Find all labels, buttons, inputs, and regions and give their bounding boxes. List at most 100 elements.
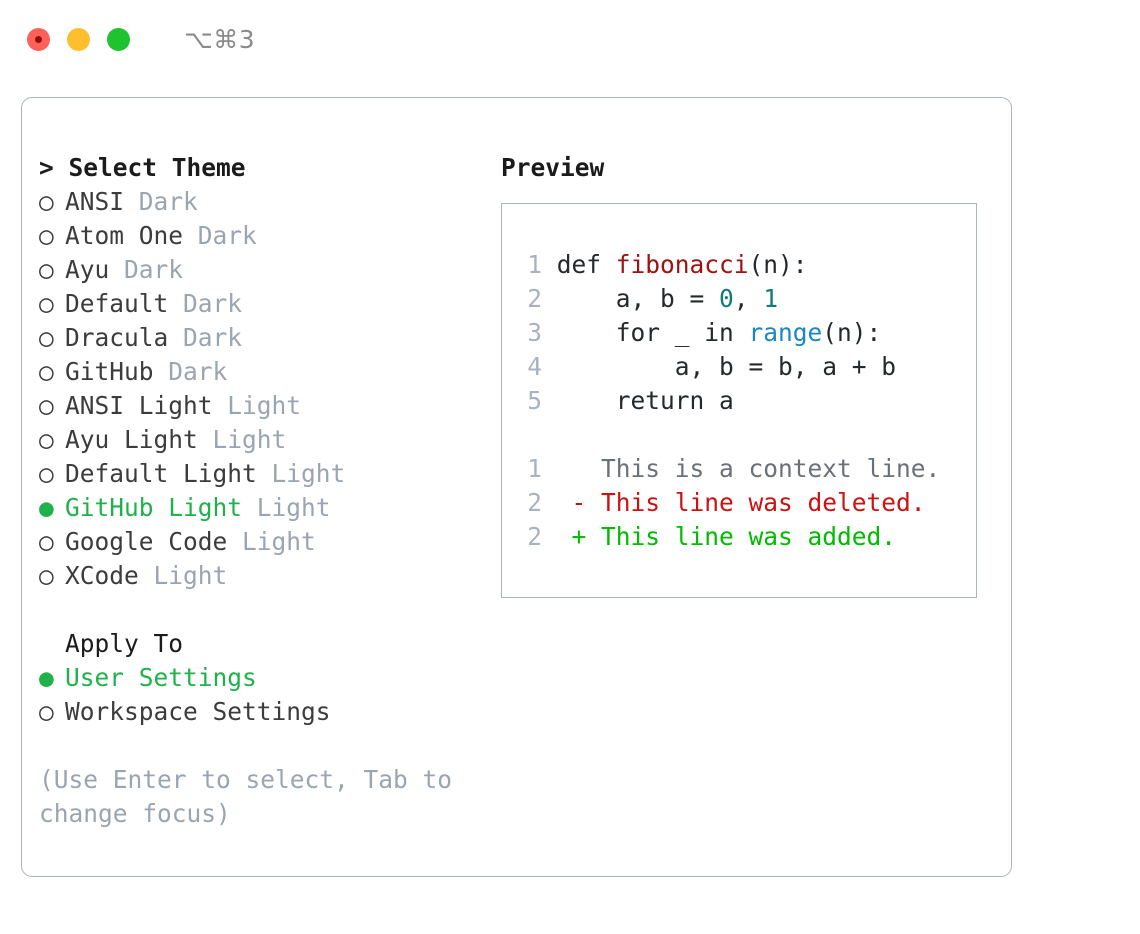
theme-option-label: Google Code — [65, 527, 228, 556]
preview-title: Preview — [501, 153, 605, 182]
code-gutter-gap — [542, 250, 557, 279]
theme-option-label: GitHub Light — [65, 493, 243, 522]
theme-option-sep — [168, 289, 183, 318]
theme-option-ayu-light[interactable]: ○Ayu Light Light — [39, 423, 479, 457]
code-line-number: 5 — [527, 386, 542, 415]
theme-option-xcode[interactable]: ○XCode Light — [39, 559, 479, 593]
apply-to-option-user-settings[interactable]: ● User Settings — [39, 661, 479, 695]
theme-option-sep — [124, 187, 139, 216]
theme-option-sep — [154, 357, 169, 386]
diff-marker-icon: + — [571, 522, 587, 551]
theme-variant-tag: Dark — [124, 255, 184, 284]
theme-option-default-light[interactable]: ○ Default Light Light — [39, 457, 479, 491]
theme-option-sep — [168, 323, 183, 352]
diff-line-add: 2 + This line was added. — [516, 520, 940, 554]
radio-unselected-icon: ○ — [39, 255, 54, 284]
diff-line-del: 2 - This line was deleted. — [516, 486, 940, 520]
radio-unselected-icon: ○ — [39, 561, 54, 590]
code-token-plain: , — [733, 284, 764, 313]
theme-option-github-light[interactable]: ● GitHub Light Light — [39, 491, 479, 525]
theme-option-ansi[interactable]: ○ ANSI Dark — [39, 185, 479, 219]
theme-variant-tag: Dark — [183, 289, 243, 318]
theme-selector: > Select Theme ○ANSI Dark○Atom One Dark○… — [39, 151, 479, 831]
radio-unselected-icon: ○ — [39, 323, 54, 352]
select-theme-heading: > Select Theme — [39, 151, 479, 185]
preview-section: Preview 1 def fibonacci(n):2 a, b = 0, 1… — [501, 151, 991, 598]
code-token-plain: for _ in — [556, 318, 749, 347]
apply-to-option-label: User Settings — [65, 663, 257, 692]
theme-variant-tag: Light — [212, 425, 287, 454]
code-gutter-gap — [542, 284, 557, 313]
theme-list: ○ANSI Dark○Atom One Dark○Ayu Dark○Defaul… — [39, 185, 479, 593]
theme-option-sep — [257, 459, 272, 488]
theme-option-label: Default Light — [65, 459, 257, 488]
code-line-number: 2 — [527, 284, 542, 313]
radio-unselected-icon: ○ — [39, 391, 54, 420]
diff-line-number: 1 — [527, 454, 542, 483]
minimize-button[interactable] — [67, 27, 90, 51]
diff-marker-icon — [572, 454, 587, 483]
diff-line-number: 2 — [527, 488, 542, 517]
code-token-fn: fibonacci — [615, 250, 749, 279]
apply-to-option-label: Workspace Settings — [65, 697, 331, 726]
code-line: 5 return a — [516, 384, 940, 418]
theme-option-github[interactable]: ○GitHub Dark — [39, 355, 479, 389]
theme-option-label: XCode — [65, 561, 139, 590]
apply-to-option-workspace-settings[interactable]: ○ Workspace Settings — [39, 695, 479, 729]
theme-variant-tag: Light — [256, 493, 331, 522]
theme-variant-tag: Dark — [138, 187, 198, 216]
theme-option-label: GitHub — [65, 357, 154, 386]
theme-option-ansi-light[interactable]: ○ANSI Light Light — [39, 389, 479, 423]
code-token-call: range — [748, 318, 823, 347]
radio-selected-icon: ● — [39, 663, 54, 692]
diff-line-text: This line was deleted. — [586, 488, 926, 517]
theme-option-sep — [109, 255, 124, 284]
theme-option-atom-one[interactable]: ○Atom One Dark — [39, 219, 479, 253]
code-token-plain: (n): — [748, 250, 808, 279]
radio-unselected-icon: ○ — [39, 187, 54, 216]
apply-to-list: ● User Settings ○ Workspace Settings — [39, 661, 479, 729]
window-shortcut-label: ⌥⌘3 — [184, 24, 256, 54]
diff-line-number: 2 — [527, 522, 542, 551]
traffic-light-group — [27, 27, 130, 51]
theme-option-label: Default — [65, 289, 169, 318]
code-token-num: 1 — [763, 284, 779, 313]
select-theme-title: Select Theme — [68, 153, 246, 182]
theme-option-ayu[interactable]: ○Ayu Dark — [39, 253, 479, 287]
code-gutter-gap — [542, 318, 557, 347]
theme-variant-tag: Light — [242, 527, 316, 556]
code-line: 2 a, b = 0, 1 — [516, 282, 940, 316]
maximize-button[interactable] — [107, 27, 130, 51]
theme-variant-tag: Light — [271, 459, 346, 488]
diff-line-text: This line was added. — [586, 522, 897, 551]
code-token-plain: def — [556, 250, 616, 279]
theme-option-default[interactable]: ○Default Dark — [39, 287, 479, 321]
radio-selected-icon: ● — [39, 493, 54, 522]
radio-unselected-icon: ○ — [39, 697, 54, 726]
code-token-plain: (n): — [822, 318, 882, 347]
theme-variant-tag: Dark — [183, 323, 243, 352]
theme-option-label: Dracula — [65, 323, 169, 352]
theme-option-sep — [242, 493, 257, 522]
theme-option-dracula[interactable]: ○ Dracula Dark — [39, 321, 479, 355]
theme-variant-tag: Dark — [197, 221, 257, 250]
diff-marker-icon: - — [571, 488, 587, 517]
diff-line-ctx: 1 This is a context line. — [516, 452, 940, 486]
select-theme-heading-text — [54, 153, 69, 182]
theme-option-google-code[interactable]: ○Google Code Light — [39, 525, 479, 559]
radio-unselected-icon: ○ — [39, 221, 54, 250]
preview-gap — [516, 418, 940, 452]
caret-icon: > — [39, 153, 54, 182]
theme-option-label: ANSI — [65, 187, 125, 216]
code-line: 3 for _ in range(n): — [516, 316, 940, 350]
close-button[interactable] — [27, 27, 50, 51]
code-line: 4 a, b = b, a + b — [516, 350, 940, 384]
theme-variant-tag: Dark — [168, 357, 228, 386]
theme-option-label: Ayu Light — [65, 425, 198, 454]
radio-unselected-icon: ○ — [39, 459, 54, 488]
theme-option-label: ANSI Light — [65, 391, 213, 420]
diff-line-text: This is a context line. — [586, 454, 941, 483]
